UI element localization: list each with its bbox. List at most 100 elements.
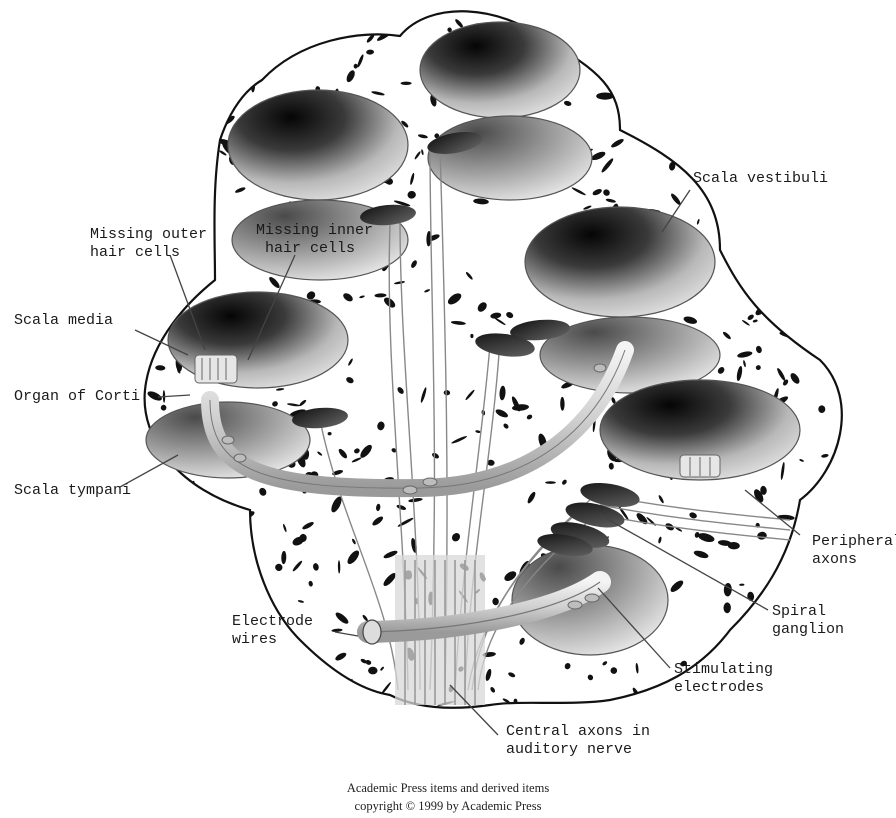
bone-speckle [750,133,754,140]
bone-speckle [187,173,193,178]
label-scala-media: Scala media [14,312,113,329]
bone-speckle [199,527,213,542]
bone-speckle [150,713,157,718]
bone-speckle [195,113,207,125]
bone-speckle [732,254,745,273]
label-central-1: Central axons in [506,723,650,740]
bone-speckle [784,36,801,51]
bone-speckle [649,698,660,703]
bone-speckle [173,21,189,32]
bone-speckle [161,495,179,502]
bone-speckle [596,23,601,28]
bone-speckle [170,551,175,562]
label-electrode-1: Electrode [232,613,313,630]
bone-speckle [145,538,154,548]
bone-speckle [643,90,659,102]
bone-speckle [829,595,838,606]
bone-speckle [155,34,170,49]
bone-speckle [203,110,209,118]
bone-speckle [450,709,459,718]
label-spiral-1: Spiral [772,603,826,620]
bone-speckle [195,66,202,70]
bone-speckle [825,313,843,326]
bone-speckle [773,111,779,122]
bone-speckle [137,351,148,361]
bone-speckle [189,54,207,69]
bone-speckle [679,120,686,128]
bone-speckle [600,40,613,53]
bone-speckle [268,676,273,687]
label-missing-inner-1: Missing inner [256,222,373,239]
bone-speckle [239,697,246,705]
bone-speckle [201,559,218,572]
caption-line-2: copyright © 1999 by Academic Press [355,799,542,813]
bone-speckle [325,703,334,713]
bone-speckle [764,231,779,238]
bone-speckle [160,36,172,54]
bone-speckle [781,134,788,142]
bone-speckle [210,101,220,113]
bone-speckle [805,242,812,253]
label-scala-vestibuli: Scala vestibuli [693,170,828,187]
bone-speckle [202,679,209,687]
bone-speckle [170,485,180,498]
bone-speckle [162,101,177,114]
bone-speckle [194,104,209,108]
bone-speckle [141,586,155,596]
bone-speckle [580,38,587,45]
bone-speckle [225,23,229,38]
bone-speckle [177,535,189,543]
bone-speckle [829,508,835,522]
bone-speckle [149,132,159,143]
label-scala-tympani: Scala tympani [14,482,131,499]
bone-speckle [596,93,614,100]
chamber-top [420,22,580,118]
bone-speckle [265,603,272,612]
bone-speckle [598,69,605,76]
bone-speckle [155,206,166,214]
bone-speckle [145,106,155,116]
label-organ-of-corti: Organ of Corti [14,388,140,405]
bone-speckle [209,27,218,36]
bone-speckle [811,20,822,31]
label-peripheral-2: axons [812,551,857,568]
chamber-upper-left [228,90,408,200]
bone-speckle [239,653,247,662]
label-peripheral-1: Peripheral [812,533,896,550]
bone-speckle [795,124,803,127]
bone-speckle [160,655,178,659]
bone-speckle [186,578,195,587]
bone-speckle [824,201,832,209]
bone-speckle [138,268,151,276]
bone-speckle [774,98,789,106]
bone-speckle [252,14,258,27]
label-electrode-2: wires [232,631,277,648]
bone-speckle [758,259,766,264]
bone-speckle [632,26,638,34]
label-spiral-2: ganglion [772,621,844,638]
bone-speckle [797,224,811,241]
bone-speckle [834,170,845,178]
bone-speckle [194,279,206,284]
label-missing-inner-2: hair cells [265,240,355,257]
bone-speckle [240,542,245,549]
label-stimulating-2: electrodes [674,679,764,696]
bone-speckle [709,93,714,102]
bone-speckle [368,667,377,675]
bone-speckle [183,709,188,715]
bone-speckle [295,20,307,31]
bone-speckle [234,542,242,550]
caption-line-1: Academic Press items and derived items [347,781,550,795]
bone-speckle [169,548,176,556]
bone-speckle [727,635,743,650]
bone-speckle [782,684,787,698]
bone-speckle [798,243,810,257]
bone-speckle [207,698,222,702]
bone-speckle [812,660,825,677]
bone-speckle [227,522,231,538]
bone-speckle [753,137,770,142]
bone-speckle [137,543,153,558]
electrode-wire-end [363,620,381,644]
bone-speckle [830,331,837,348]
bone-speckle [688,711,694,717]
